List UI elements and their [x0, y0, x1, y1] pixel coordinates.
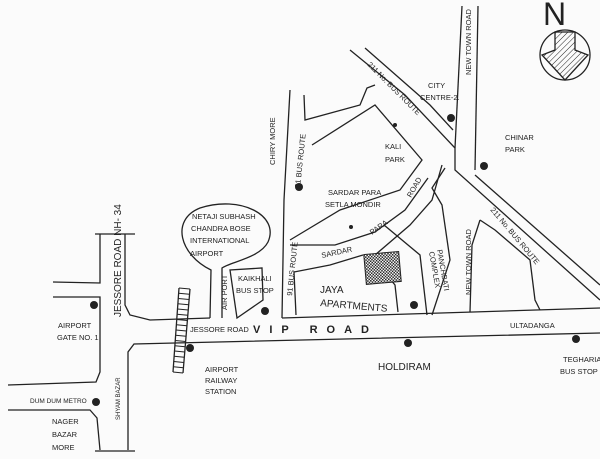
svg-text:TEGHARIA: TEGHARIA — [563, 355, 600, 364]
compass — [539, 29, 591, 81]
label-airport: NETAJI SUBHASH CHANDRA BOSE INTERNATIONA… — [190, 212, 256, 258]
svg-text:APARTMENTS: APARTMENTS — [320, 298, 388, 315]
railway-tie — [174, 345, 186, 348]
label-jaya-apartments: JAYA APARTMENTS — [320, 285, 388, 315]
label-shyam-bazar: SHYAM BAZAR — [116, 377, 122, 420]
svg-text:AIRPORT: AIRPORT — [205, 365, 239, 374]
svg-text:NAGER: NAGER — [52, 417, 79, 426]
label-para: PARA — [368, 218, 389, 237]
label-new-town-lower: NEW TOWN ROAD — [464, 228, 473, 295]
svg-text:INTERNATIONAL: INTERNATIONAL — [190, 236, 249, 245]
railway-tie — [177, 303, 189, 306]
railway-tie — [178, 298, 190, 300]
label-chinar-park: CHINAR PARK — [505, 133, 534, 154]
svg-text:AIRPORT: AIRPORT — [58, 321, 92, 330]
jessore-road-nh34 — [7, 233, 600, 452]
svg-text:NETAJI SUBHASH: NETAJI SUBHASH — [192, 212, 256, 221]
railway-tie — [175, 340, 186, 342]
label-kaikhali: KAIKHALI BUS STOP — [236, 274, 274, 295]
railway-tie — [175, 334, 187, 337]
svg-text:KALI: KALI — [385, 142, 401, 151]
svg-text:MORE: MORE — [52, 443, 75, 452]
svg-text:PARK: PARK — [505, 145, 525, 154]
airport-boundary — [181, 203, 271, 319]
label-jessore-road: JESSORE ROAD — [190, 325, 249, 334]
svg-text:BAZAR: BAZAR — [52, 430, 78, 439]
svg-text:PARK: PARK — [385, 155, 405, 164]
label-211-bus-lower: 211 No. BUS ROUTE — [488, 206, 541, 267]
svg-text:CITY: CITY — [428, 81, 445, 90]
railway-tie — [177, 308, 189, 311]
label-nager-bazar: NAGER BAZAR MORE — [52, 417, 79, 452]
railway-tie — [175, 329, 187, 332]
label-91-bus-lower: 91 BUS ROUTE — [285, 241, 300, 296]
railway-tie — [174, 355, 185, 358]
new-town-road — [454, 5, 463, 149]
railway-tie — [174, 350, 185, 353]
svg-text:CENTRE-2.: CENTRE-2. — [420, 93, 460, 102]
label-211-bus-upper: 211 No. BUS ROUTE — [366, 60, 423, 117]
label-jessore-nh34: JESSORE ROAD NH- 34 — [113, 204, 124, 317]
railway-line — [172, 287, 191, 374]
north-letter: N — [543, 0, 566, 32]
svg-text:RAILWAY: RAILWAY — [205, 376, 237, 385]
label-holdiram: HOLDIRAM — [378, 362, 431, 373]
label-ultadanga: ULTADANGA — [510, 321, 555, 330]
label-railway-station: AIRPORT RAILWAY STATION — [205, 365, 239, 396]
label-air-port: AIR PORT — [220, 274, 229, 310]
railway-tie — [173, 366, 184, 369]
svg-text:AIRPORT: AIRPORT — [190, 249, 224, 258]
landmark-dots — [90, 114, 580, 406]
label-kali-park: KALI PARK — [385, 142, 405, 164]
svg-text:CHINAR: CHINAR — [505, 133, 534, 142]
label-sardar: SARDAR — [321, 245, 354, 260]
label-setla-mondir: SARDAR PARA SETLA MONDIR — [325, 188, 381, 209]
vip-road — [281, 307, 600, 319]
label-airport-gate: AIRPORT GATE NO. 1 — [57, 321, 99, 342]
label-panchbati: PANCHBATI COMPLEX — [427, 249, 451, 292]
railway-tie — [176, 319, 188, 321]
label-chiry-more: CHIRY MORE — [268, 117, 277, 165]
svg-text:JAYA: JAYA — [320, 285, 344, 296]
svg-text:GATE NO. 1: GATE NO. 1 — [57, 333, 99, 342]
label-city-centre: CITY CENTRE-2. — [420, 81, 460, 102]
railway-tie — [178, 292, 190, 295]
svg-text:BUS STOP: BUS STOP — [236, 286, 274, 295]
railway-tie — [176, 324, 187, 327]
label-vip-road: VIP ROAD — [253, 324, 378, 336]
svg-text:CHANDRA BOSE: CHANDRA BOSE — [191, 224, 251, 233]
svg-text:KAIKHALI: KAIKHALI — [238, 274, 272, 283]
svg-text:STATION: STATION — [205, 387, 236, 396]
label-91-bus-upper: 91 BUS ROUTE — [293, 133, 308, 188]
label-new-town-upper: NEW TOWN ROAD — [464, 8, 473, 75]
svg-text:SETLA MONDIR: SETLA MONDIR — [325, 200, 381, 209]
label-tegharia: TEGHARIA BUS STOP — [560, 355, 600, 376]
svg-text:SARDAR PARA: SARDAR PARA — [328, 188, 381, 197]
railway-tie — [173, 361, 184, 363]
bus-route-91 — [281, 89, 291, 319]
railway-tie — [177, 313, 188, 316]
svg-text:BUS STOP: BUS STOP — [560, 367, 598, 376]
label-dum-dum-metro: DUM DUM METRO — [30, 398, 87, 405]
jaya-apartments-block — [363, 250, 402, 285]
railway-tie — [172, 371, 184, 374]
railway-tie — [178, 287, 191, 290]
